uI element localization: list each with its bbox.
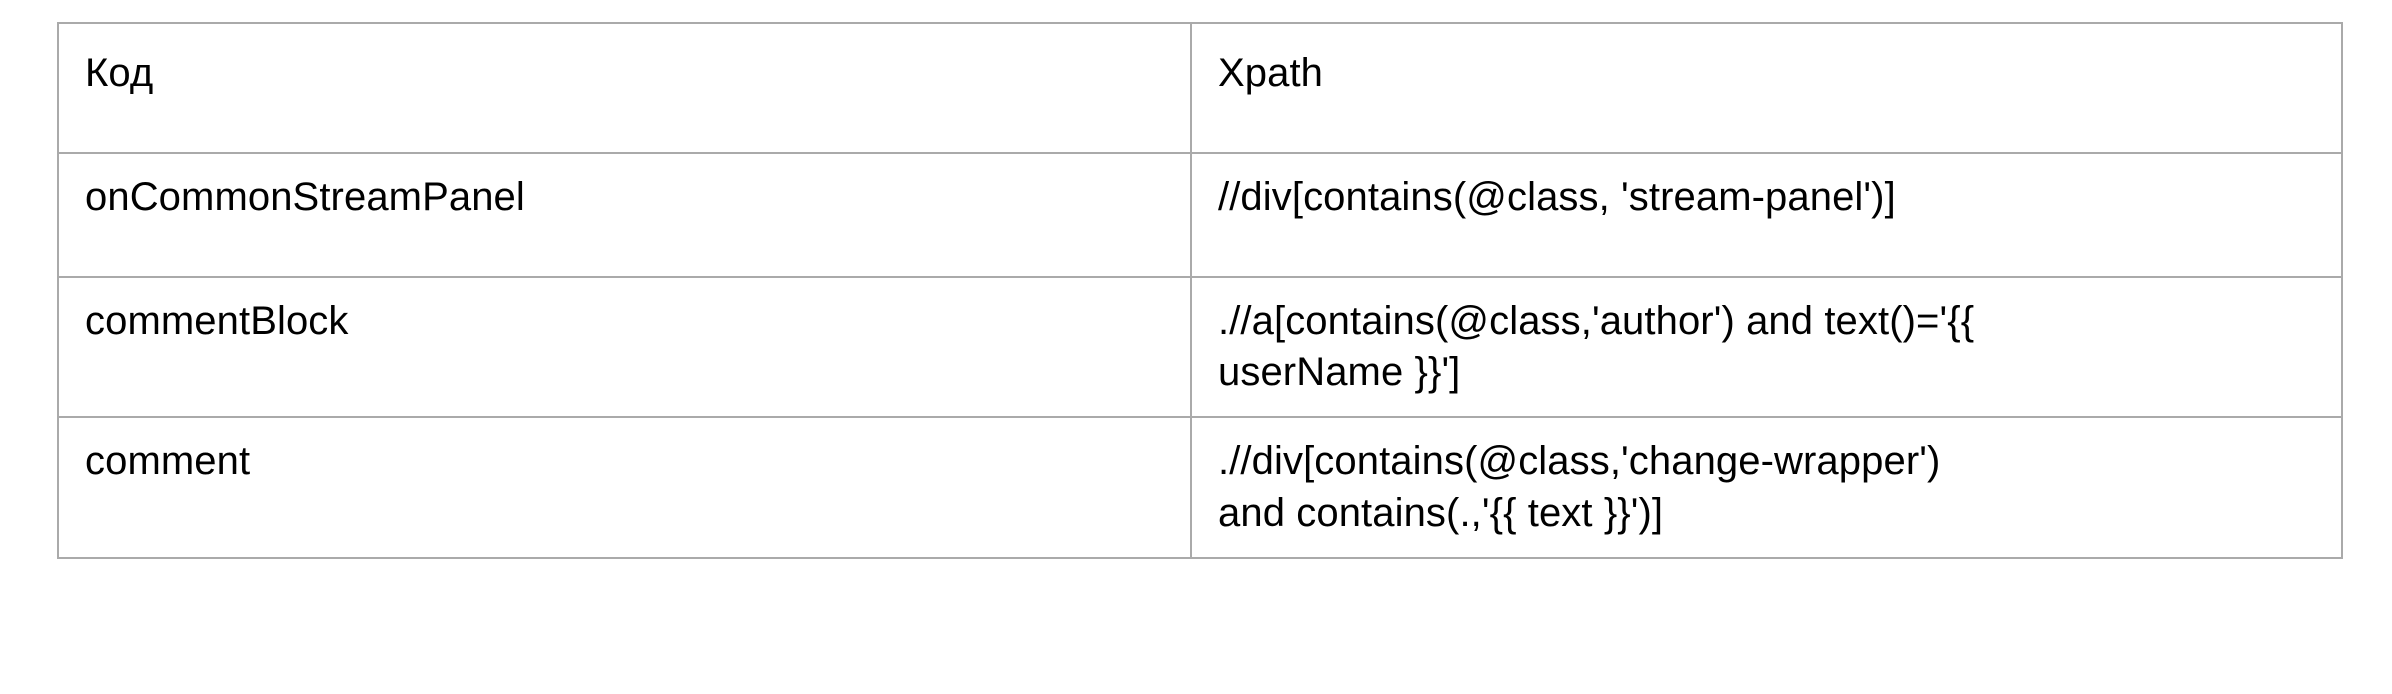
- column-header-code-label: Код: [85, 51, 154, 95]
- xpath-mapping-table: Код Xpath onCommonStreamPanel //div[cont…: [57, 22, 2343, 559]
- cell-xpath-value: .//div[contains(@class,'change-wrapper')…: [1218, 439, 1941, 535]
- cell-xpath-value: //div[contains(@class, 'stream-panel')]: [1218, 175, 1896, 219]
- column-header-xpath: Xpath: [1190, 22, 2343, 154]
- cell-code-value: comment: [85, 439, 251, 484]
- table-row: comment .//div[contains(@class,'change-w…: [57, 416, 2343, 559]
- table-row: onCommonStreamPanel //div[contains(@clas…: [57, 152, 2343, 278]
- cell-code-value: commentBlock: [85, 299, 349, 343]
- cell-xpath: .//div[contains(@class,'change-wrapper')…: [1190, 416, 2343, 559]
- column-header-code: Код: [57, 22, 1192, 154]
- table-header-row: Код Xpath: [57, 22, 2343, 154]
- cell-code-value: onCommonStreamPanel: [85, 175, 525, 219]
- column-header-xpath-label: Xpath: [1218, 51, 1324, 95]
- table-body: onCommonStreamPanel //div[contains(@clas…: [57, 152, 2343, 559]
- cell-code: onCommonStreamPanel: [57, 152, 1192, 278]
- table-row: commentBlock .//a[contains(@class,'autho…: [57, 275, 2343, 419]
- cell-xpath-value: .//a[contains(@class,'author') and text(…: [1218, 299, 1975, 395]
- cell-code: commentBlock: [57, 275, 1192, 419]
- table-header: Код Xpath: [57, 22, 2343, 154]
- cell-code: comment: [57, 416, 1192, 559]
- cell-xpath: .//a[contains(@class,'author') and text(…: [1190, 275, 2343, 419]
- cell-xpath: //div[contains(@class, 'stream-panel')]: [1190, 152, 2343, 278]
